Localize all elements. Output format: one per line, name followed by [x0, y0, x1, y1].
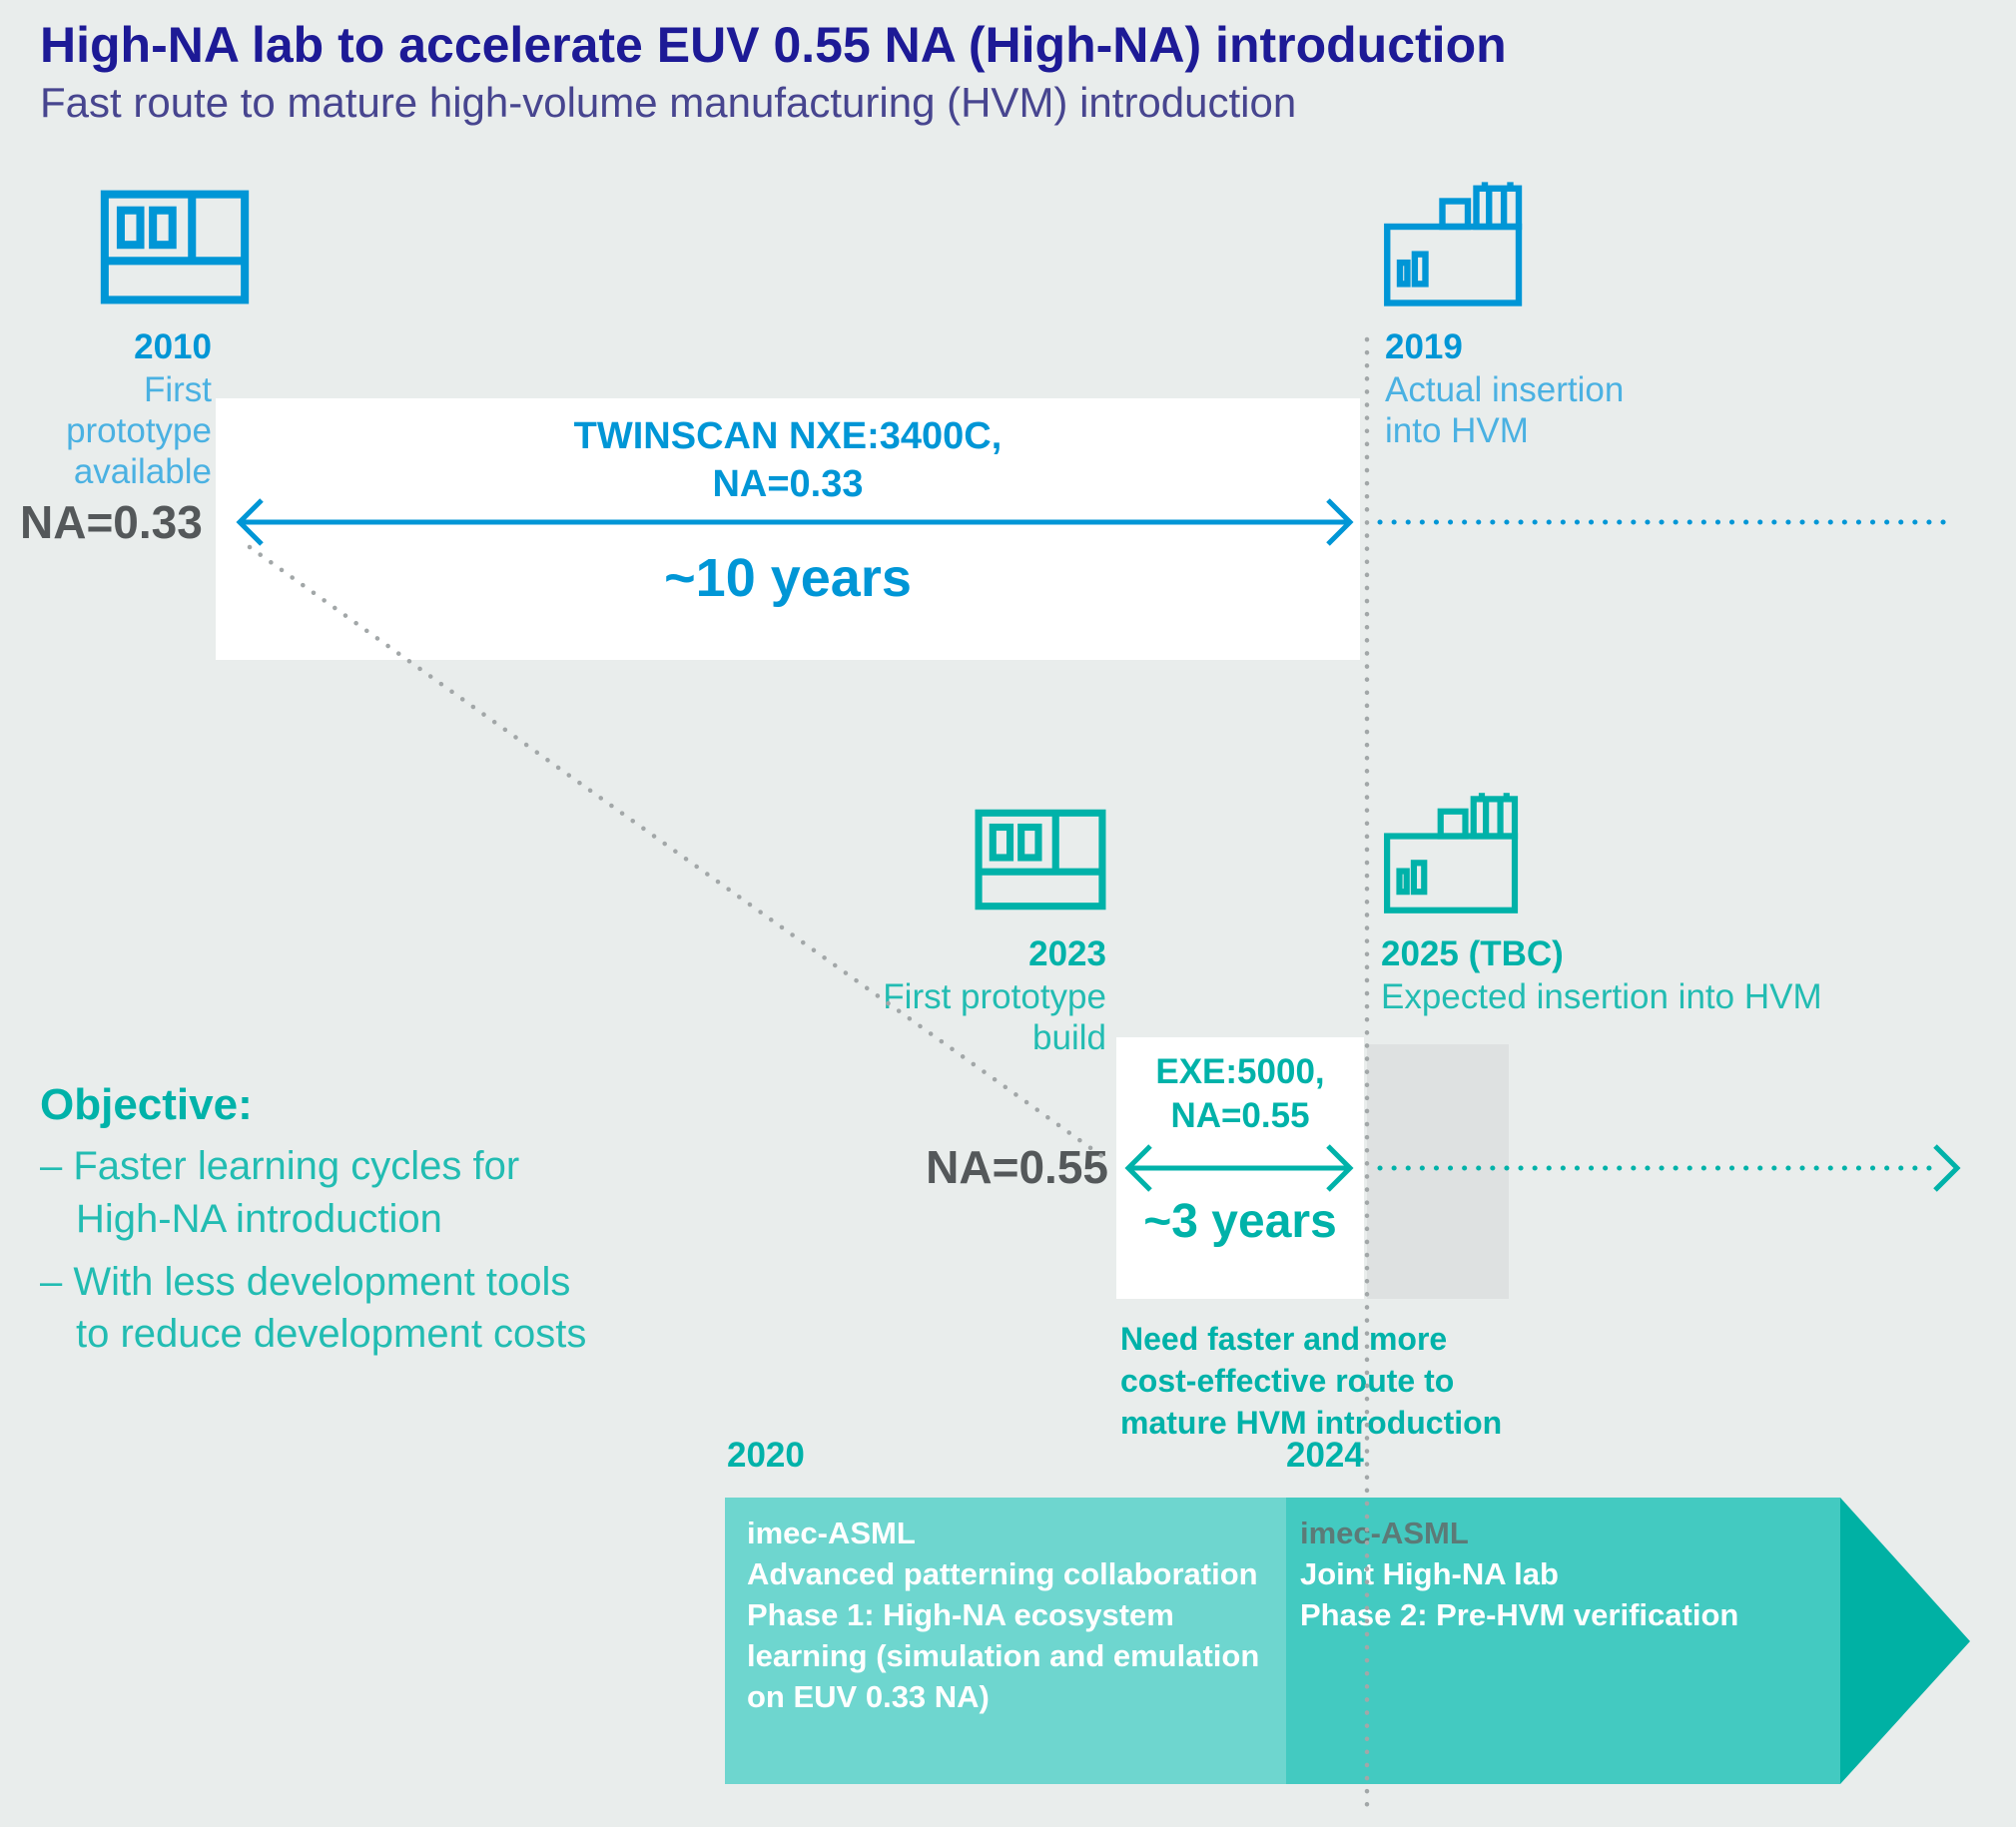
- duration-10-years: ~10 years: [664, 548, 912, 608]
- na-055-label: NA=0.55: [926, 1141, 1108, 1193]
- objective-item: – Faster learning cycles for High-NA int…: [40, 1144, 520, 1241]
- arrowhead-na055-icon: [1933, 1144, 1961, 1192]
- tool-name-twinscan: TWINSCAN NXE:3400C, NA=0.33: [573, 415, 1003, 505]
- objective-item: – With less development tools to reduce …: [40, 1259, 587, 1357]
- objective-heading: Objective:: [40, 1080, 253, 1129]
- scanner-icon-2023: [975, 809, 1106, 911]
- phase2-org: imec-ASML: [1300, 1516, 1469, 1550]
- phase2-text: Joint High-NA lab Phase 2: Pre-HVM verif…: [1300, 1556, 1739, 1632]
- caption-2010: First prototype available: [66, 369, 212, 492]
- milestone-2010: 2010 First prototype available: [0, 325, 212, 493]
- page-subtitle: Fast route to mature high-volume manufac…: [40, 79, 1297, 126]
- milestone-2023: 2023 First prototype build: [859, 932, 1106, 1058]
- fab-icon-2019: [1383, 180, 1553, 307]
- year-2023: 2023: [1028, 934, 1106, 973]
- banner-phase1: imec-ASML Advanced patterning collaborat…: [725, 1498, 1286, 1784]
- phase1-text: Advanced patterning collaboration Phase …: [747, 1556, 1260, 1714]
- fab-icon-2025: [1383, 791, 1548, 914]
- objective-list: – Faster learning cycles for High-NA int…: [40, 1140, 679, 1371]
- milestone-2025: 2025 (TBC) Expected insertion into HVM: [1381, 932, 1940, 1017]
- phase2-year: 2024: [1286, 1436, 1364, 1475]
- tool-name-exe: EXE:5000, NA=0.55: [1155, 1052, 1325, 1135]
- caption-2025: Expected insertion into HVM: [1381, 976, 1822, 1016]
- need-faster-note: Need faster and more cost-effective rout…: [1120, 1321, 1503, 1442]
- phase1-org: imec-ASML: [747, 1516, 916, 1550]
- na-033-label: NA=0.33: [20, 496, 203, 548]
- scanner-icon-2010: [100, 190, 250, 304]
- banner-phase2: imec-ASML Joint High-NA lab Phase 2: Pre…: [1286, 1498, 1840, 1784]
- year-2019: 2019: [1385, 327, 1463, 366]
- banner-arrowhead-icon: [1840, 1498, 1970, 1784]
- phase1-year: 2020: [727, 1436, 805, 1475]
- year-2010: 2010: [134, 327, 212, 366]
- caption-2019: Actual insertion into HVM: [1385, 369, 1625, 451]
- year-2025: 2025 (TBC): [1381, 934, 1564, 973]
- milestone-2019: 2019 Actual insertion into HVM: [1385, 325, 1724, 451]
- caption-2023: First prototype build: [883, 976, 1106, 1058]
- duration-3-years: ~3 years: [1143, 1195, 1337, 1248]
- page-title: High-NA lab to accelerate EUV 0.55 NA (H…: [40, 17, 1507, 73]
- hvm-gray-rect: [1367, 1044, 1509, 1299]
